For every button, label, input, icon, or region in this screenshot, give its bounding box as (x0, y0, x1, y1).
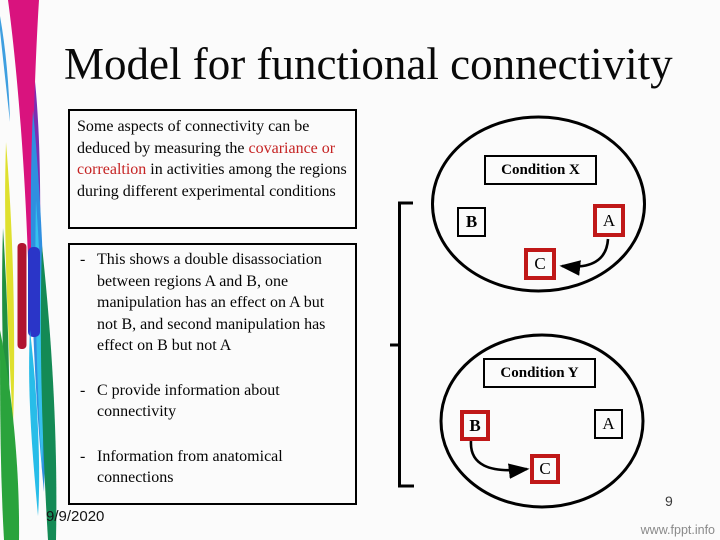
bullet-text: C provide information about connectivity (97, 381, 280, 421)
bullet-dash: - (80, 251, 86, 268)
intro-text-part-1: Some aspects of connectivity can be dedu… (77, 118, 310, 157)
node-b-bottom: B (460, 410, 490, 441)
bar-dark-red (17, 243, 27, 349)
arrow-a-to-c (559, 238, 610, 276)
blade-blue-sliver (0, 16, 10, 122)
blade-yellow (5, 142, 15, 428)
bullet-text: Information from anatomical connections (97, 447, 283, 487)
watermark: www.fppt.info (640, 523, 715, 537)
intro-text-box: Some aspects of connectivity can be dedu… (68, 109, 357, 229)
blade-magenta (8, 0, 39, 352)
slide-title: Model for functional connectivity (64, 39, 673, 89)
node-a-bottom: A (594, 409, 623, 439)
bullet-list-box: - This shows a double disassociation bet… (68, 243, 357, 505)
bullet-dash: - (80, 447, 86, 465)
date-label: 9/9/2020 (46, 508, 105, 525)
bracket (390, 201, 414, 488)
node-c-top: C (524, 248, 556, 280)
condition-x-label: Condition X (484, 155, 597, 185)
bullet-item: - Information from anatomical connection… (70, 446, 355, 489)
blade-bottom-green (0, 330, 20, 540)
node-c-bottom: C (530, 454, 560, 484)
arrow-b-to-c (469, 440, 530, 479)
page-number: 9 (665, 493, 673, 509)
intro-text-part-2: in activities among the regions during d… (77, 161, 347, 200)
intro-text-red-emphasis: covariance or correaltion (77, 139, 336, 179)
node-b-top: B (457, 207, 486, 237)
node-a-top: A (593, 204, 625, 237)
bullet-text: This shows a double disassociation betwe… (97, 251, 326, 354)
blade-teal-right (40, 246, 57, 540)
bullet-dash: - (80, 381, 86, 399)
decorative-blades (0, 0, 57, 540)
bar-dark-blue (28, 247, 40, 337)
bullet-item: - C provide information about connectivi… (70, 380, 355, 423)
condition-y-label: Condition Y (483, 358, 596, 388)
blade-bottom-cyan (29, 330, 40, 516)
bullet-item: - This shows a double disassociation bet… (70, 249, 355, 357)
